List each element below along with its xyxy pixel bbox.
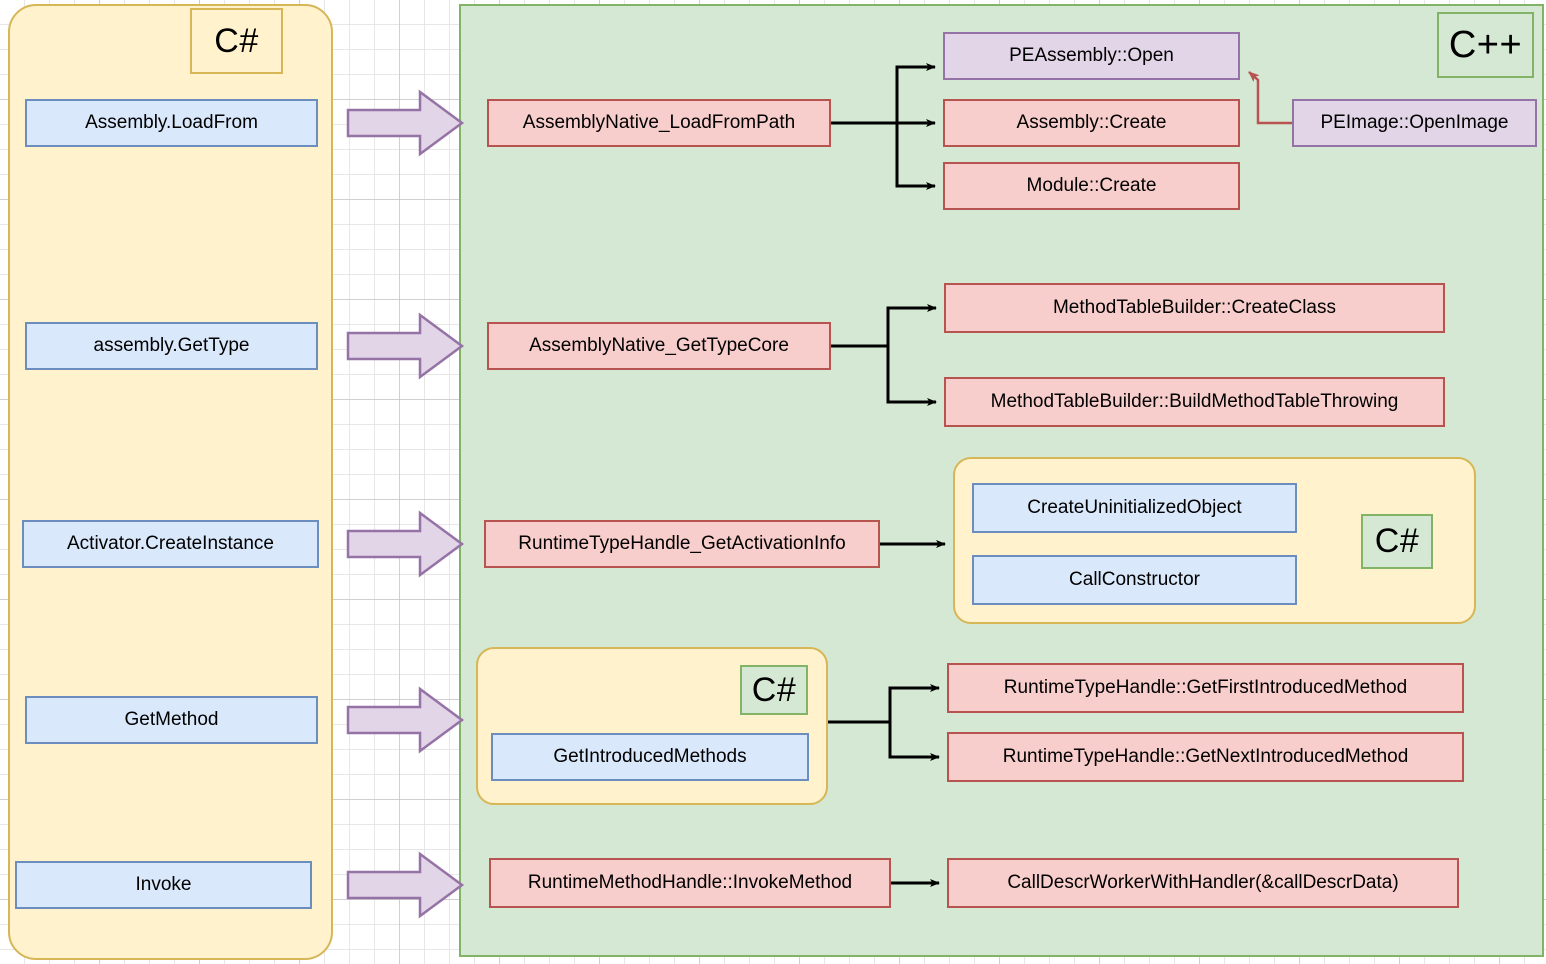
csharp-container — [8, 4, 333, 960]
node-assembly-loadfrom[interactable]: Assembly.LoadFrom — [25, 99, 318, 147]
node-getmethod[interactable]: GetMethod — [25, 696, 318, 744]
badge-csharp-left: C# — [190, 8, 283, 74]
badge-csharp-introduced: C# — [740, 665, 808, 715]
badge-csharp-activation: C# — [1361, 514, 1433, 569]
block-arrow-group — [346, 89, 465, 919]
block-arrow-createinstance — [346, 510, 465, 578]
node-runtimetypehandle-getnextintroducedmethod[interactable]: RuntimeTypeHandle::GetNextIntroducedMeth… — [947, 732, 1464, 782]
badge-cpp-right: C++ — [1437, 12, 1534, 78]
block-arrow-invoke — [346, 851, 465, 919]
block-arrow-loadfrom — [346, 89, 465, 157]
block-arrow-getmethod — [346, 686, 465, 754]
node-peimage-openimage[interactable]: PEImage::OpenImage — [1292, 99, 1537, 147]
node-createuninitializedobject[interactable]: CreateUninitializedObject — [972, 483, 1297, 533]
node-methodtablebuilder-buildmethodtablethrowing[interactable]: MethodTableBuilder::BuildMethodTableThro… — [944, 377, 1445, 427]
node-callconstructor[interactable]: CallConstructor — [972, 555, 1297, 605]
node-module-create[interactable]: Module::Create — [943, 162, 1240, 210]
node-calldescrworkerwithhandler[interactable]: CallDescrWorkerWithHandler(&callDescrDat… — [947, 858, 1459, 908]
node-getintroducedmethods[interactable]: GetIntroducedMethods — [491, 733, 809, 781]
node-assembly-create[interactable]: Assembly::Create — [943, 99, 1240, 147]
node-peassembly-open[interactable]: PEAssembly::Open — [943, 32, 1240, 80]
node-assemblynative-gettypecore[interactable]: AssemblyNative_GetTypeCore — [487, 322, 831, 370]
node-assembly-gettype[interactable]: assembly.GetType — [25, 322, 318, 370]
node-methodtablebuilder-createclass[interactable]: MethodTableBuilder::CreateClass — [944, 283, 1445, 333]
node-runtimemethodhandle-invokemethod[interactable]: RuntimeMethodHandle::InvokeMethod — [489, 858, 891, 908]
node-assemblynative-loadfrompath[interactable]: AssemblyNative_LoadFromPath — [487, 99, 831, 147]
node-runtimetypehandle-getfirstintroducedmethod[interactable]: RuntimeTypeHandle::GetFirstIntroducedMet… — [947, 663, 1464, 713]
node-invoke[interactable]: Invoke — [15, 861, 312, 909]
block-arrow-gettype — [346, 312, 465, 380]
node-runtimetypehandle-getactivationinfo[interactable]: RuntimeTypeHandle_GetActivationInfo — [484, 520, 880, 568]
node-activator-createinstance[interactable]: Activator.CreateInstance — [22, 520, 319, 568]
